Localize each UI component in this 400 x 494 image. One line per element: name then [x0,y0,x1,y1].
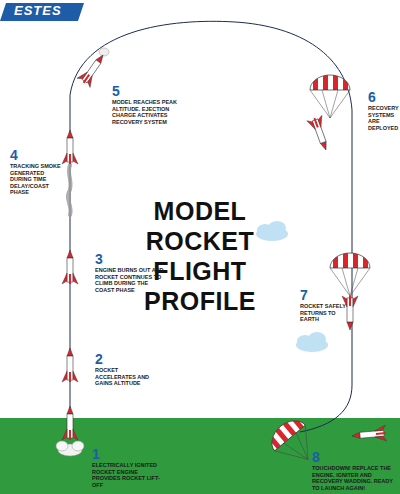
step-note: MODEL REACHES PEAK ALTITUDE. EJECTION CH… [112,99,192,125]
rocket [62,348,78,382]
brand-logo: ESTES [14,3,80,19]
rocket [307,115,334,152]
cloud [256,221,288,241]
callout-number: 1 [92,447,100,461]
tracking-smoke [68,165,71,215]
step-note: RECOVERY SYSTEMS ARE DEPLOYED [368,105,398,131]
callout-number: 2 [95,352,103,366]
step-note: ELECTRICALLY IGNITED ROCKET ENGINE PROVI… [92,462,164,488]
rocket [62,406,78,440]
callout-number: 5 [112,84,120,98]
step-note: ROCKET ACCELERATES AND GAINS ALTITUDE [95,367,157,387]
rocket [62,130,78,164]
launch-smoke [56,441,84,456]
rocket [62,250,78,284]
callout-number: 8 [312,450,320,464]
parachute [330,252,370,296]
logo-band [0,3,84,21]
flight-path [70,21,352,440]
callout-number: 3 [95,252,103,266]
rocket [342,296,358,330]
step-note: TRACKING SMOKE GENERATED DURING TIME DEL… [10,163,65,196]
step-note: TOUCHDOWN! REPLACE THE ENGINE, IGNITER A… [312,465,396,491]
ejection-puff [99,48,109,56]
parachute [310,74,350,118]
cloud [296,332,328,352]
callout-number: 7 [300,288,308,302]
ground [0,418,400,494]
diagram-title: MODEL ROCKET FLIGHT PROFILE [100,196,300,316]
callout-number: 4 [10,148,18,162]
step-note: ENGINE BURNS OUT AND ROCKET CONTINUES TO… [95,267,167,293]
rocket [351,425,386,444]
parachute [264,413,323,472]
step-note: ROCKET SAFELY RETURNS TO EARTH [300,303,346,323]
callout-number: 6 [368,90,376,104]
rocket [77,50,110,87]
